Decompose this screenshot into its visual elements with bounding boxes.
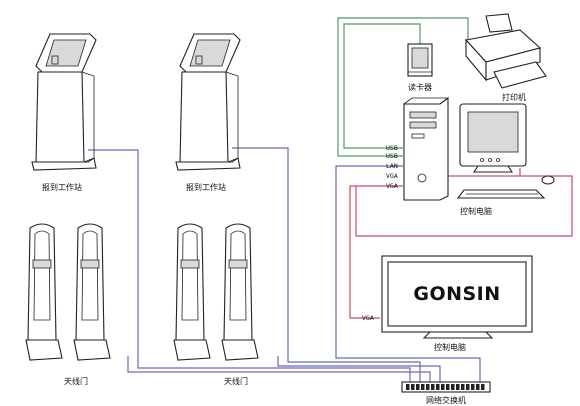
port-usb-1: USB (386, 144, 398, 152)
gate-2-label: 天线门 (224, 376, 248, 386)
switch-port (461, 384, 465, 390)
usb-cable-printer (337, 17, 469, 157)
vga-cable-display (349, 185, 403, 319)
switch-port (481, 384, 485, 390)
printer-label: 打印机 (502, 92, 526, 102)
antenna-gate-2 (173, 223, 259, 361)
switch-port (421, 384, 425, 390)
port-vga-2: VGA (386, 182, 398, 190)
network-cable-pc (335, 165, 481, 382)
port-usb-2: USB (386, 152, 398, 160)
switch-port (431, 384, 435, 390)
switch-port (446, 384, 450, 390)
switch-label: 网络交换机 (426, 395, 466, 405)
switch-port (406, 384, 410, 390)
antenna-gate-1 (25, 223, 111, 361)
switch-port (411, 384, 415, 390)
printer (464, 13, 547, 89)
network-cable-kiosk2 (232, 147, 421, 382)
large-display (381, 255, 533, 339)
network-cable-gate1 (127, 356, 431, 382)
port-lan: LAN (386, 162, 398, 170)
switch-port (441, 384, 445, 390)
kiosk-1-label: 报到工作站 (42, 182, 82, 192)
network-switch (401, 381, 491, 393)
switch-port (436, 384, 440, 390)
kiosk-2-label: 报到工作站 (186, 182, 226, 192)
switch-port (426, 384, 430, 390)
card-reader-label: 读卡器 (408, 82, 432, 92)
monitor (459, 103, 527, 173)
switch-port (416, 384, 420, 390)
switch-port (476, 384, 480, 390)
gate-1-label: 天线门 (64, 376, 88, 386)
card-reader (407, 43, 433, 77)
network-cable-kiosk1 (88, 149, 411, 382)
display-brand-logo: GONSIN (413, 283, 500, 305)
kiosk-2 (175, 33, 241, 171)
port-display-vga: VGA (362, 314, 374, 322)
pc-tower (403, 96, 449, 201)
mouse (541, 175, 555, 185)
pc-label: 控制电脑 (460, 206, 492, 216)
switch-port (471, 384, 475, 390)
network-cable-gate2 (277, 356, 441, 382)
keyboard (456, 189, 546, 199)
usb-cable-card-reader (343, 23, 421, 149)
vga-cable-loop (355, 175, 573, 237)
switch-port (451, 384, 455, 390)
kiosk-1 (31, 33, 97, 171)
switch-port (466, 384, 470, 390)
display-label: 控制电脑 (434, 342, 466, 352)
switch-port-row (406, 384, 485, 390)
port-vga-1: VGA (386, 172, 398, 180)
switch-port (456, 384, 460, 390)
cables (88, 17, 573, 382)
